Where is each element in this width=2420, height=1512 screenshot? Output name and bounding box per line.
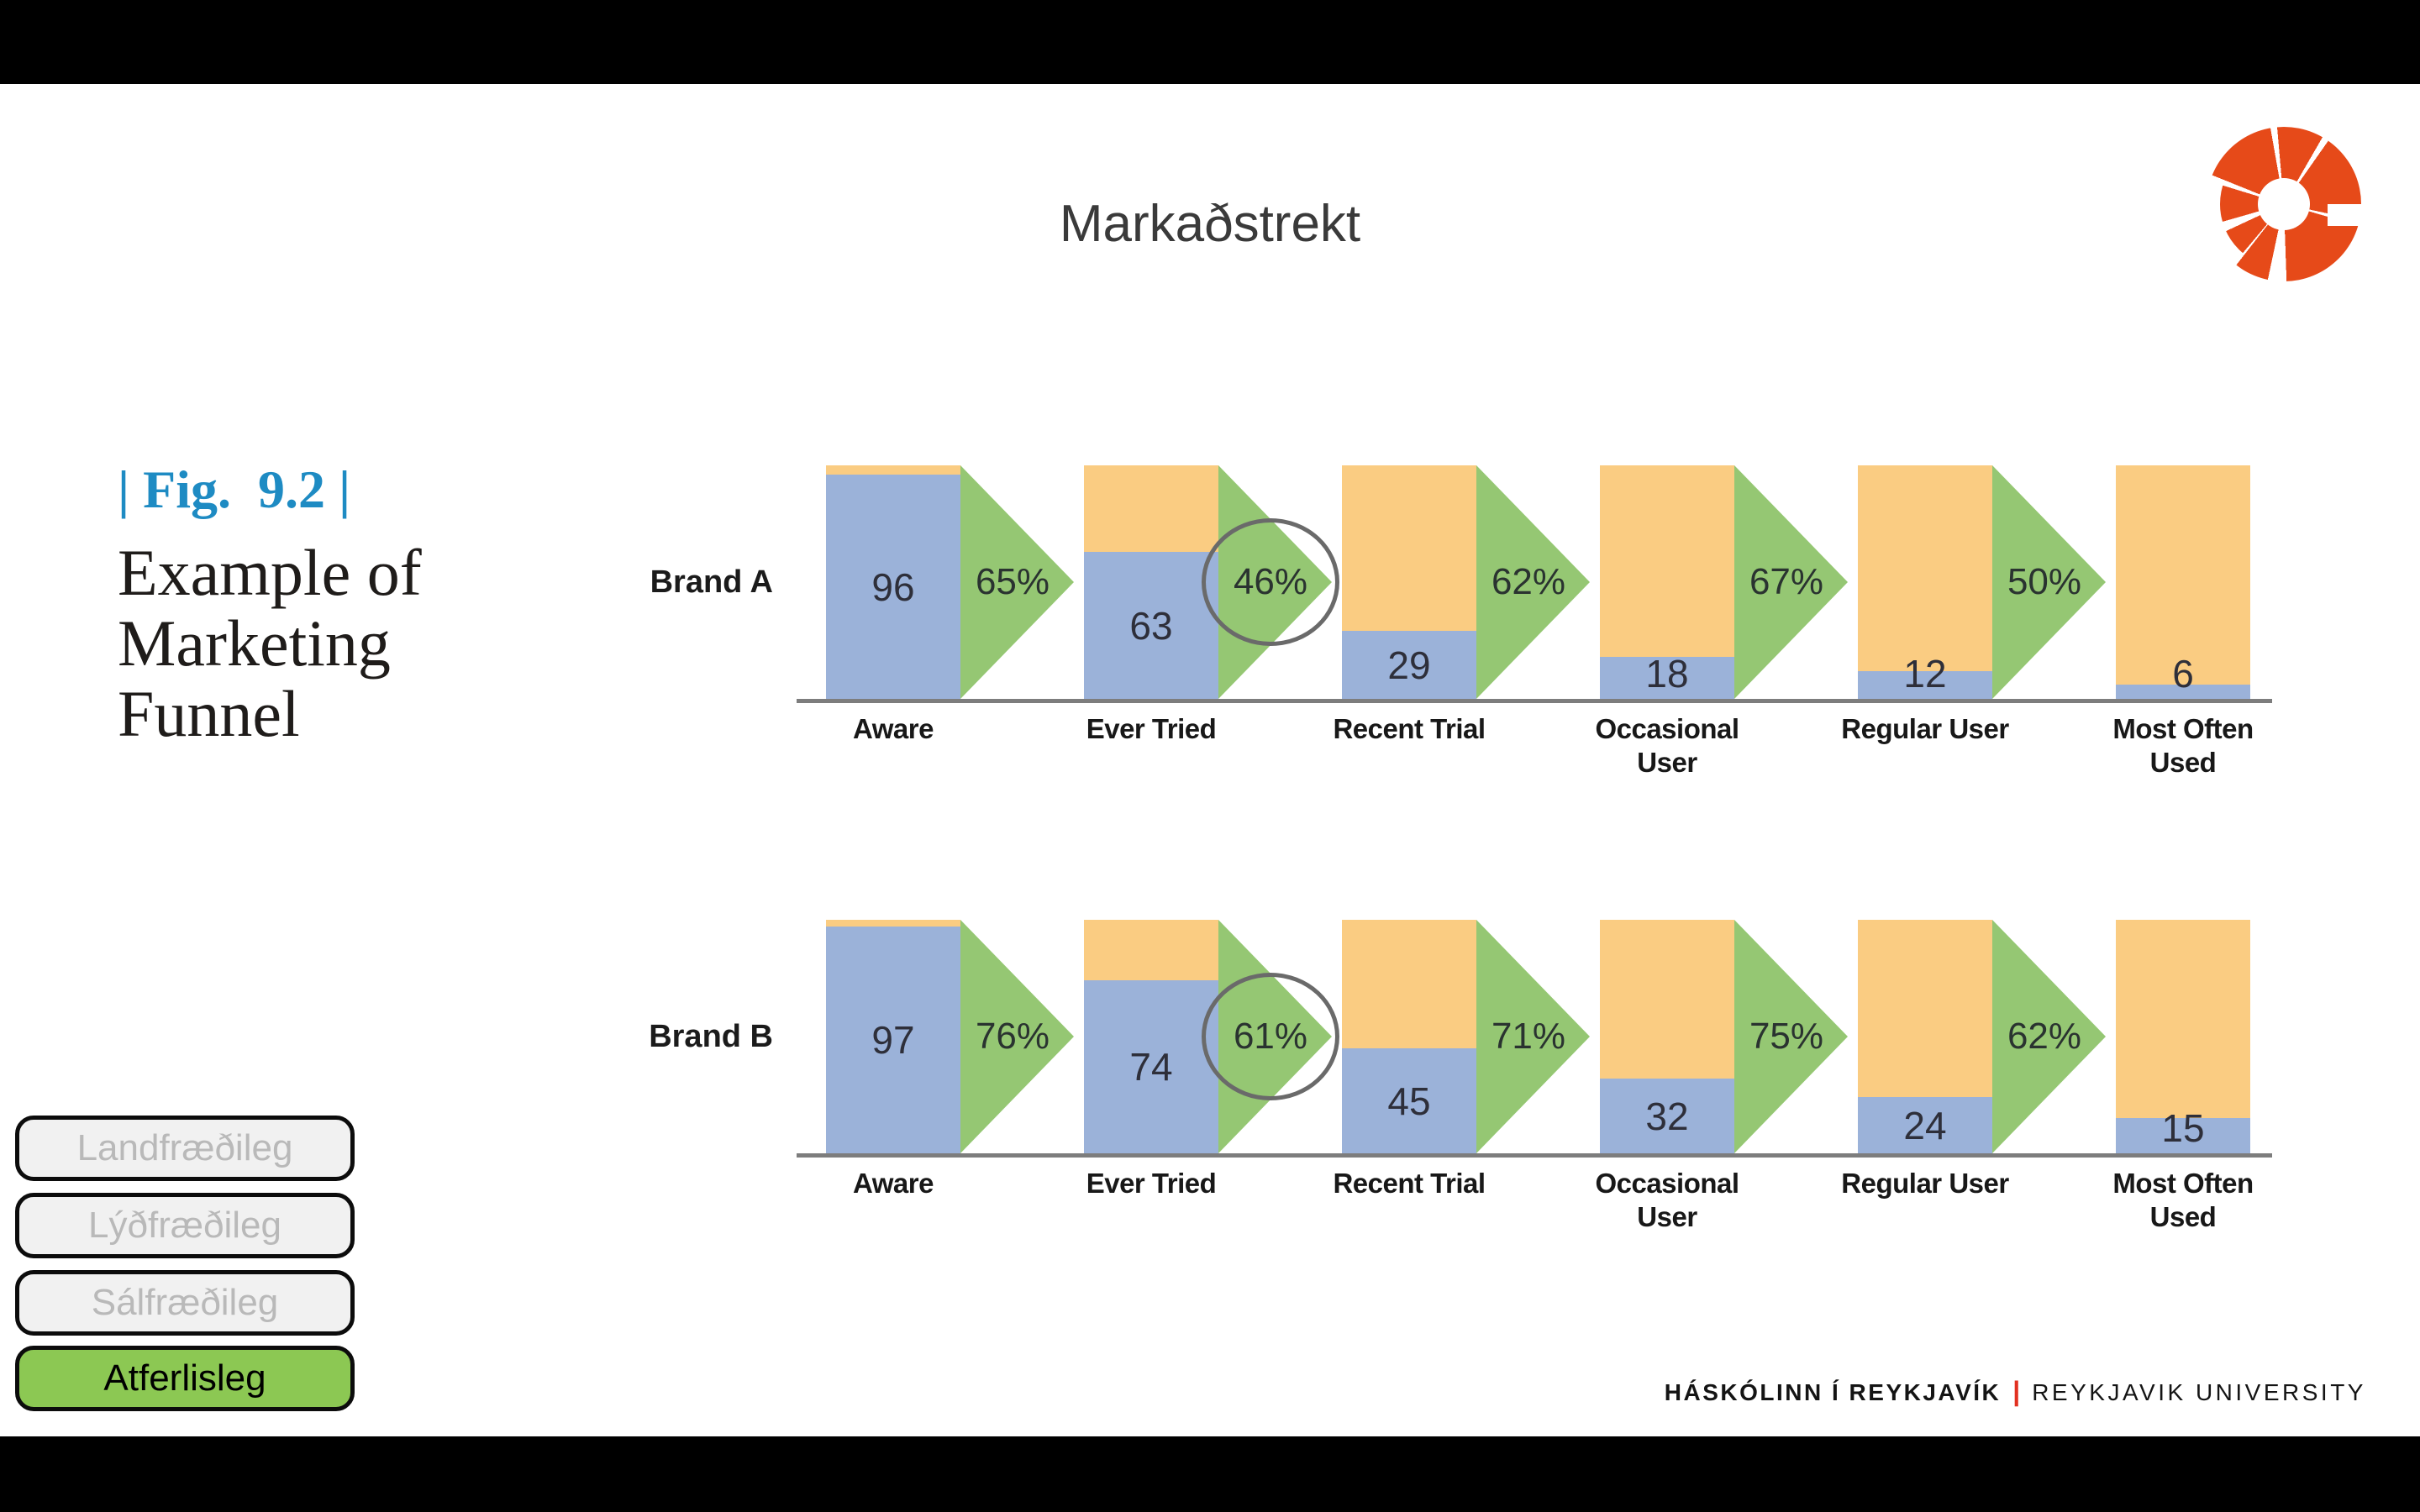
category-label: Recent Trial: [1333, 1168, 1486, 1199]
category-label: Ever Tried: [1086, 1168, 1217, 1199]
funnel-bar: [1858, 465, 1992, 699]
funnel-bar-value-segment: [1342, 631, 1476, 699]
highlight-ellipse: [1202, 973, 1339, 1100]
bar-value-label: 96: [871, 564, 915, 609]
chart-baseline: [797, 699, 2272, 703]
funnel-bar: [826, 465, 960, 699]
category-label: Ever Tried: [1086, 713, 1217, 744]
letterbox-top: [0, 0, 2420, 84]
funnel-bar: [1342, 920, 1476, 1153]
category-label: Aware: [853, 713, 934, 744]
category-label: Regular User: [1841, 713, 2009, 744]
bar-value-label: 18: [1645, 652, 1689, 696]
funnel-bar: [2116, 465, 2250, 699]
conversion-rate-label: 62%: [1491, 561, 1566, 602]
segment-button-2[interactable]: Lýðfræðileg: [15, 1193, 355, 1258]
bar-value-label: 32: [1645, 1094, 1689, 1138]
funnel-bar: [1600, 465, 1734, 699]
bar-value-label: 12: [1903, 652, 1947, 696]
page-title: Markaðstrekt: [1059, 195, 1361, 253]
bar-value-label: 29: [1387, 643, 1431, 687]
letterbox-bottom: [0, 1436, 2420, 1512]
funnel-bar: [826, 920, 960, 1153]
category-label: Occasional User: [1595, 1168, 1739, 1232]
funnel-bar-value-segment: [1600, 657, 1734, 699]
bar-value-label: 97: [871, 1018, 915, 1062]
category-label: Occasional User: [1595, 713, 1739, 778]
funnel-bar-value-segment: [1858, 1097, 1992, 1153]
category-label: Regular User: [1841, 1168, 2009, 1199]
footer-icelandic-name: HÁSKÓLINN Í REYKJAVÍK: [1664, 1379, 2002, 1405]
conversion-rate-label: 65%: [975, 561, 1050, 602]
funnel-bar-value-segment: [1600, 1079, 1734, 1153]
bar-value-label: 45: [1387, 1079, 1431, 1123]
bar-value-label: 6: [2172, 652, 2194, 696]
footer-english-name: REYKJAVIK UNIVERSITY: [2032, 1379, 2366, 1405]
funnel-bar-value-segment: [2116, 1118, 2250, 1153]
funnel-bar: [1600, 920, 1734, 1153]
bar-value-label: 63: [1129, 603, 1173, 648]
chart-baseline: [797, 1153, 2272, 1158]
segment-button-4[interactable]: Atferlisleg: [15, 1346, 355, 1411]
funnel-bar-value-segment: [1342, 1048, 1476, 1153]
conversion-rate-label: 67%: [1749, 561, 1824, 602]
bar-value-label: 15: [2161, 1106, 2205, 1150]
funnel-bar: [1084, 465, 1218, 699]
brand-label: Brand A: [650, 564, 773, 600]
funnel-bar: [1858, 920, 1992, 1153]
category-label: Aware: [853, 1168, 934, 1199]
funnel-bar-value-segment: [826, 475, 960, 699]
funnel-bar-value-segment: [1858, 671, 1992, 699]
funnel-bar-value-segment: [826, 927, 960, 1153]
logo-notch: [2328, 204, 2365, 226]
conversion-rate-label: 76%: [975, 1016, 1050, 1057]
category-label: Most Often Used: [2112, 713, 2254, 778]
logo-center-hole: [2258, 178, 2310, 230]
figure-number-label: | Fig. 9.2 |: [118, 459, 351, 519]
conversion-rate-label: 71%: [1491, 1016, 1566, 1057]
highlight-ellipse: [1202, 518, 1339, 646]
funnel-bar-value-segment: [1084, 980, 1218, 1153]
bar-value-label: 74: [1129, 1045, 1173, 1089]
funnel-bar: [1084, 920, 1218, 1153]
footer-separator: |: [2012, 1376, 2021, 1406]
bar-value-label: 24: [1903, 1103, 1947, 1147]
category-label: Recent Trial: [1333, 713, 1486, 744]
funnel-bar-value-segment: [2116, 685, 2250, 699]
conversion-rate-label: 75%: [1749, 1016, 1824, 1057]
funnel-bar: [2116, 920, 2250, 1153]
figure-caption: Example of Marketing Funnel: [118, 536, 422, 750]
funnel-bar: [1342, 465, 1476, 699]
brand-label: Brand B: [649, 1019, 773, 1054]
category-label: Most Often Used: [2112, 1168, 2254, 1232]
funnel-bar-value-segment: [1084, 552, 1218, 699]
conversion-rate-label: 62%: [2007, 1016, 2082, 1057]
reykjavik-university-logo-icon: [2200, 120, 2368, 288]
segment-button-3[interactable]: Sálfræðileg: [15, 1270, 355, 1336]
segment-button-1[interactable]: Landfræðileg: [15, 1116, 355, 1181]
conversion-rate-label: 50%: [2007, 561, 2082, 602]
university-footer: HÁSKÓLINN Í REYKJAVÍK | REYKJAVIK UNIVER…: [1665, 1376, 2366, 1407]
